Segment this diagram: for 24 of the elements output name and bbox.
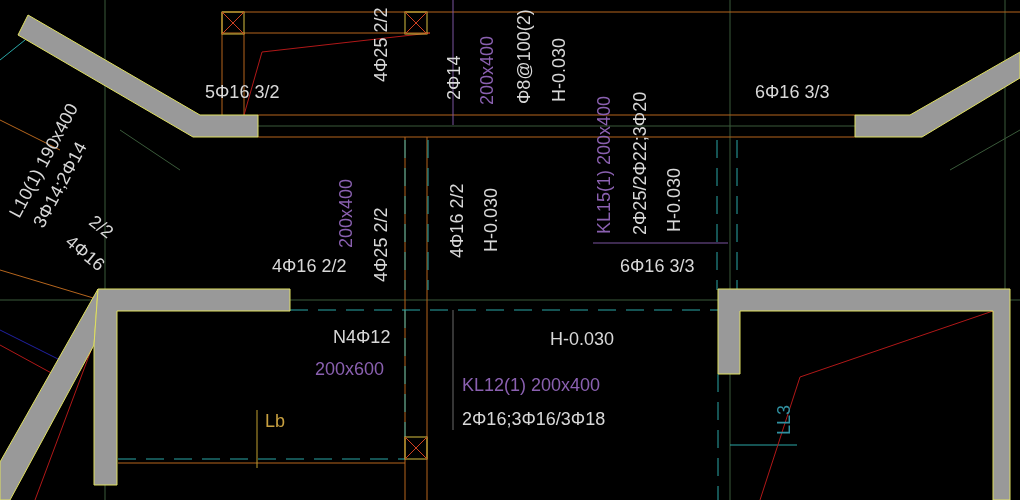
- rebar-note: 2Φ25/2Φ22;3Φ20: [631, 91, 649, 235]
- rebar-note: 4Φ25 2/2: [372, 7, 390, 82]
- elevation-note: H-0.030: [550, 37, 568, 102]
- rebar-note: 5Φ16 3/2: [205, 83, 280, 101]
- beam-size: 200x400: [337, 178, 355, 248]
- slab-label: LL3: [775, 404, 793, 435]
- rebar-note: 6Φ16 3/3: [620, 257, 695, 275]
- rebar-note: 2Φ16;3Φ16/3Φ18: [462, 410, 606, 428]
- rebar-note: 2/2: [85, 212, 117, 242]
- rebar-note: 6Φ16 3/3: [755, 83, 830, 101]
- rebar-note: N4Φ12: [333, 328, 391, 346]
- beam-size: 200x600: [315, 360, 385, 378]
- slab-label: Lb: [265, 412, 286, 430]
- beam-label: KL12(1) 200x400: [462, 376, 601, 394]
- stirrup-note: Φ8@100(2): [515, 9, 533, 104]
- rebar-note: 4Φ16 2/2: [272, 257, 347, 275]
- rebar-note: 4Φ16 2/2: [448, 183, 466, 258]
- elevation-note: H-0.030: [482, 187, 500, 252]
- rebar-note: 4Φ25 2/2: [372, 207, 390, 282]
- beam-label: KL15(1) 200x400: [595, 95, 613, 234]
- elevation-note: H-0.030: [550, 330, 615, 348]
- beam-size: 200x400: [478, 35, 496, 105]
- rebar-note: 2Φ14: [445, 55, 463, 100]
- elevation-note: H-0.030: [665, 167, 683, 232]
